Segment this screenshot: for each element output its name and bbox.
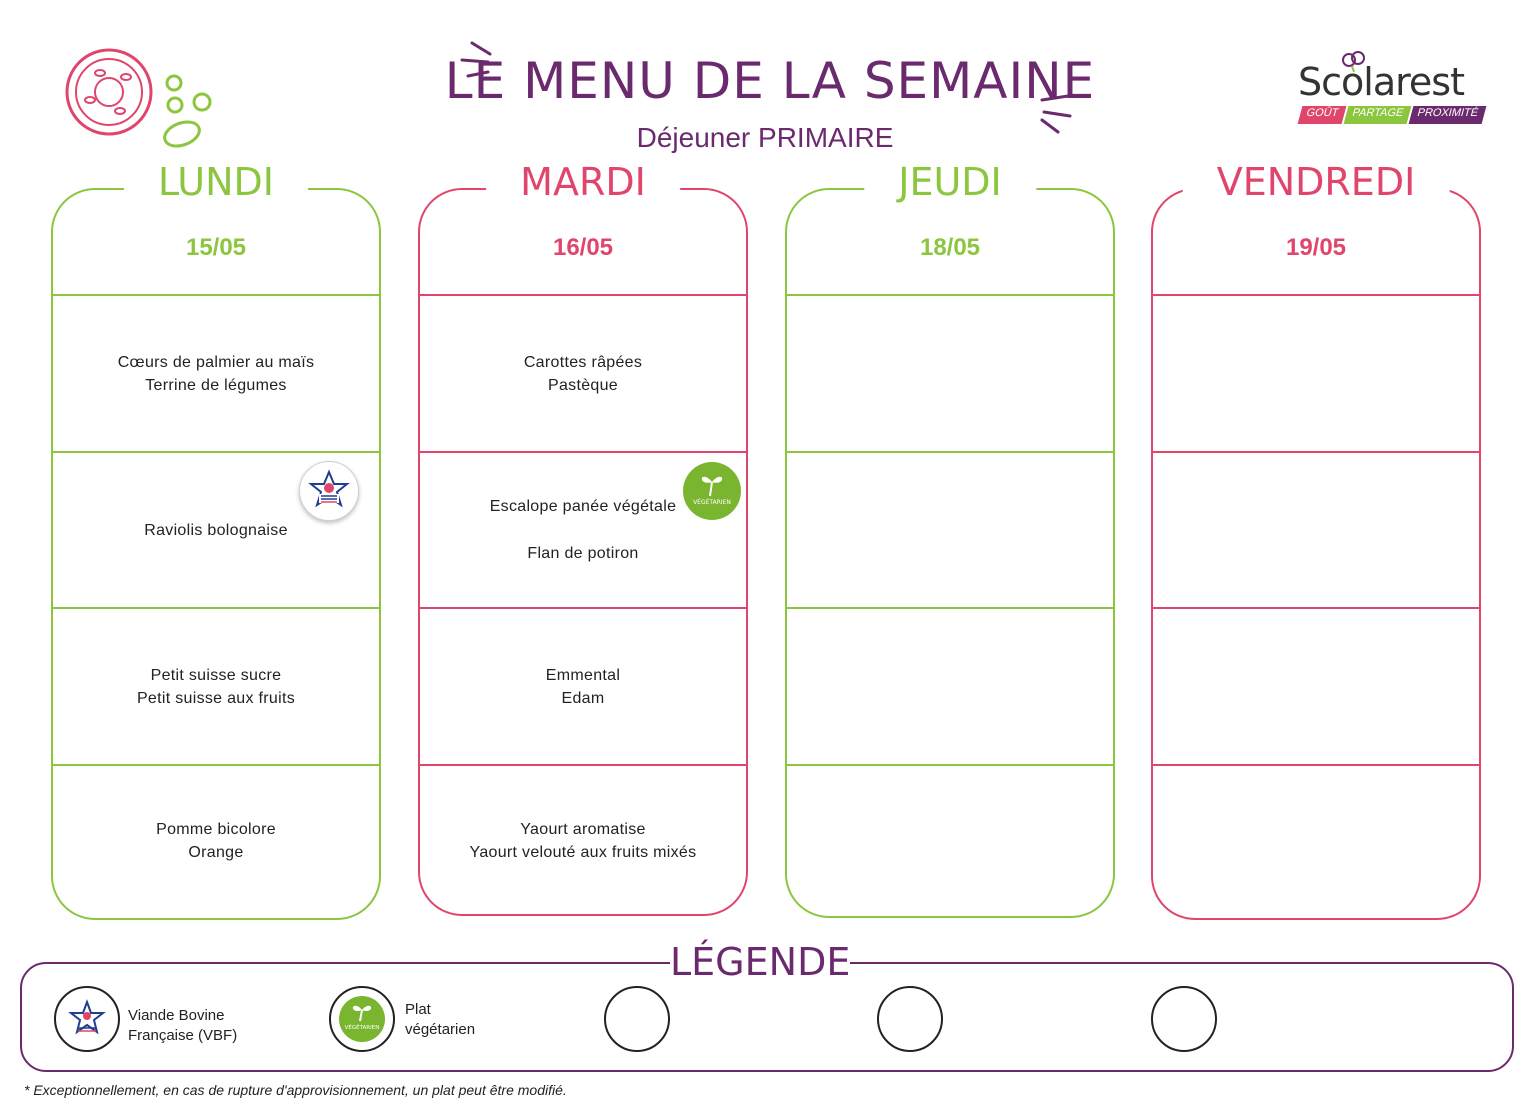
tagline-partage: PARTAGE <box>1343 106 1411 124</box>
title-decoration-left <box>460 41 492 78</box>
day-name: VENDREDI <box>1182 160 1450 204</box>
vegetarien-icon: VÉGÉTARIEN <box>329 986 395 1052</box>
vegetarien-icon: VÉGÉTARIEN <box>683 462 741 520</box>
menu-item: Edam <box>561 689 605 707</box>
menu-item: Petit suisse aux fruits <box>136 689 296 707</box>
menu-item: Flan de potiron <box>527 545 639 562</box>
legend-vbf-label: Viande Bovine Française (VBF) <box>128 1006 237 1046</box>
day-column-vendredi: VENDREDI 19/05 <box>1151 160 1481 920</box>
day-date: 18/05 <box>919 234 981 261</box>
row-separator <box>1153 607 1479 609</box>
menu-item: Escalope panée végétale <box>489 498 677 515</box>
row-separator <box>420 607 746 609</box>
legend-title: LÉGENDE <box>670 940 851 984</box>
tomato-slice-icon <box>65 48 212 148</box>
row-separator <box>1153 451 1479 453</box>
tagline-gout: GOÛT <box>1297 106 1347 124</box>
menu-item: Orange <box>188 844 244 861</box>
menu-item: Emmental <box>545 666 621 684</box>
brand-tagline: GOÛT PARTAGE PROXIMITÉ <box>1297 106 1486 124</box>
day-date: 16/05 <box>552 234 614 261</box>
page-title: LE MENU DE LA SEMAINE <box>444 52 1096 110</box>
row-separator <box>53 764 379 766</box>
legend-empty-circle <box>877 986 943 1052</box>
row-separator <box>53 294 379 296</box>
menu-item: Yaourt velouté aux fruits mixés <box>469 844 697 861</box>
day-column-mardi: MARDI 16/05 Carottes râpées Pastèque Esc… <box>418 160 748 916</box>
viande-bovine-francaise-icon <box>54 986 120 1052</box>
menu-item: Terrine de légumes <box>145 376 287 394</box>
row-separator <box>1153 294 1479 296</box>
day-name: JEUDI <box>864 160 1036 204</box>
legend-label-line: Viande Bovine <box>128 1007 225 1024</box>
title-decoration-right <box>1040 94 1072 134</box>
svg-text:VÉGÉTARIEN: VÉGÉTARIEN <box>693 498 731 506</box>
row-separator <box>787 607 1113 609</box>
menu-item: Yaourt aromatise <box>520 821 646 838</box>
row-separator <box>53 607 379 609</box>
tagline-proximite: PROXIMITÉ <box>1408 106 1486 124</box>
brand-logo: Scolarest <box>1298 60 1465 104</box>
day-name: MARDI <box>486 160 680 204</box>
legend-vegetarien-label: Plat végétarien <box>405 1000 475 1040</box>
menu-cell-plat: Escalope panée végétale Flan de potiron <box>420 453 746 607</box>
row-separator <box>420 451 746 453</box>
svg-text:VÉGÉTARIEN: VÉGÉTARIEN <box>345 1023 380 1031</box>
day-name: LUNDI <box>124 160 308 204</box>
menu-item: Pastèque <box>547 376 618 394</box>
row-separator <box>787 294 1113 296</box>
day-date: 19/05 <box>1285 234 1347 261</box>
chef-hat-icon <box>1342 51 1365 72</box>
legend-label-line: Française (VBF) <box>128 1027 238 1044</box>
menu-cell-laitage: Petit suisse sucre Petit suisse aux frui… <box>53 609 379 764</box>
viande-bovine-francaise-icon <box>299 461 359 521</box>
legend-label-line: Plat <box>405 1001 431 1018</box>
footnote: * Exceptionnellement, en cas de rupture … <box>24 1082 567 1098</box>
menu-item: Raviolis bolognaise <box>144 521 288 539</box>
row-separator <box>420 294 746 296</box>
menu-cell-laitage: Emmental Edam <box>420 609 746 764</box>
legend-label-line: végétarien <box>405 1021 476 1038</box>
row-separator <box>420 764 746 766</box>
menu-cell-entree: Cœurs de palmier au maïs Terrine de légu… <box>53 296 379 451</box>
day-column-jeudi: JEUDI 18/05 <box>785 160 1115 918</box>
page-subtitle: Déjeuner PRIMAIRE <box>636 122 894 153</box>
menu-item: Pomme bicolore <box>156 821 276 838</box>
menu-item: Carottes râpées <box>523 353 643 371</box>
menu-cell-dessert: Pomme bicolore Orange <box>53 766 379 916</box>
menu-item: Petit suisse sucre <box>150 666 282 684</box>
row-separator <box>787 451 1113 453</box>
menu-cell-dessert: Yaourt aromatise Yaourt velouté aux frui… <box>420 766 746 916</box>
row-separator <box>53 451 379 453</box>
legend-empty-circle <box>604 986 670 1052</box>
day-column-lundi: LUNDI 15/05 Cœurs de palmier au maïs Ter… <box>51 160 381 920</box>
row-separator <box>787 764 1113 766</box>
row-separator <box>1153 764 1479 766</box>
menu-item: Cœurs de palmier au maïs <box>117 353 315 371</box>
menu-cell-plat: Raviolis bolognaise <box>53 453 379 607</box>
day-date: 15/05 <box>185 234 247 261</box>
menu-cell-entree: Carottes râpées Pastèque <box>420 296 746 451</box>
legend-empty-circle <box>1151 986 1217 1052</box>
